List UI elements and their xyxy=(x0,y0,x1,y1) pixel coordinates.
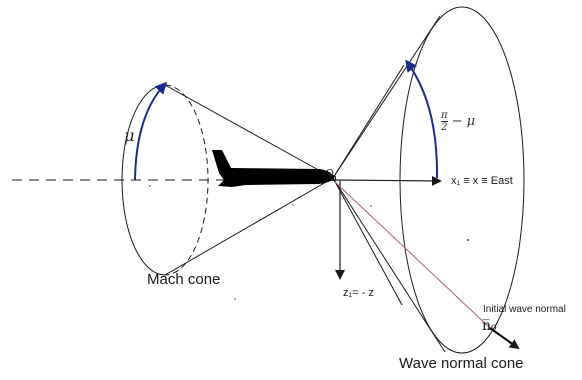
wave-cone-generator-lower xyxy=(332,177,403,306)
mach-cone-front-half xyxy=(121,84,166,276)
wave-normal-cone-base xyxy=(399,6,525,354)
wave-normal-symbol: n̅₀ xyxy=(482,318,497,334)
fraction-suffix: − μ xyxy=(451,114,476,129)
initial-wave-normal-label: Initial wave normal xyxy=(483,304,566,315)
wave-cone-generator-top xyxy=(332,15,441,179)
mu-angle-label: μ xyxy=(124,126,135,145)
speck xyxy=(370,205,372,207)
mach-cone-label: Mach cone xyxy=(147,271,221,288)
origin-label: O xyxy=(326,168,334,179)
speck xyxy=(149,185,151,187)
wave-normal-cone-label: Wave normal cone xyxy=(399,355,524,372)
initial-wave-normal-arrow xyxy=(489,327,520,350)
initial-wave-normal-ray xyxy=(334,181,491,329)
wave-cone-generator-upper xyxy=(332,64,405,179)
x-axis-arrow xyxy=(332,175,442,186)
mach-cone-lower-generator xyxy=(164,177,334,276)
half-pi-minus-mu-arc xyxy=(405,59,439,179)
speck xyxy=(467,239,469,241)
mu-angle-arc xyxy=(134,81,168,181)
z-axis-label: z₁= - z xyxy=(343,287,374,299)
speck xyxy=(234,298,236,300)
half-pi-minus-mu-label: π 2 − μ xyxy=(441,110,475,133)
speck xyxy=(292,204,294,206)
fraction-numerator: π xyxy=(441,110,448,122)
aircraft-icon xyxy=(212,150,334,187)
wave-normal-cone xyxy=(332,6,525,354)
mach-cone-upper-generator xyxy=(164,84,334,179)
wave-cone-generator-bottom xyxy=(332,177,446,353)
fraction: π 2 xyxy=(441,110,448,133)
x-axis-label: x₁ ≡ x ≡ East xyxy=(451,175,513,187)
fraction-denominator: 2 xyxy=(441,122,448,133)
